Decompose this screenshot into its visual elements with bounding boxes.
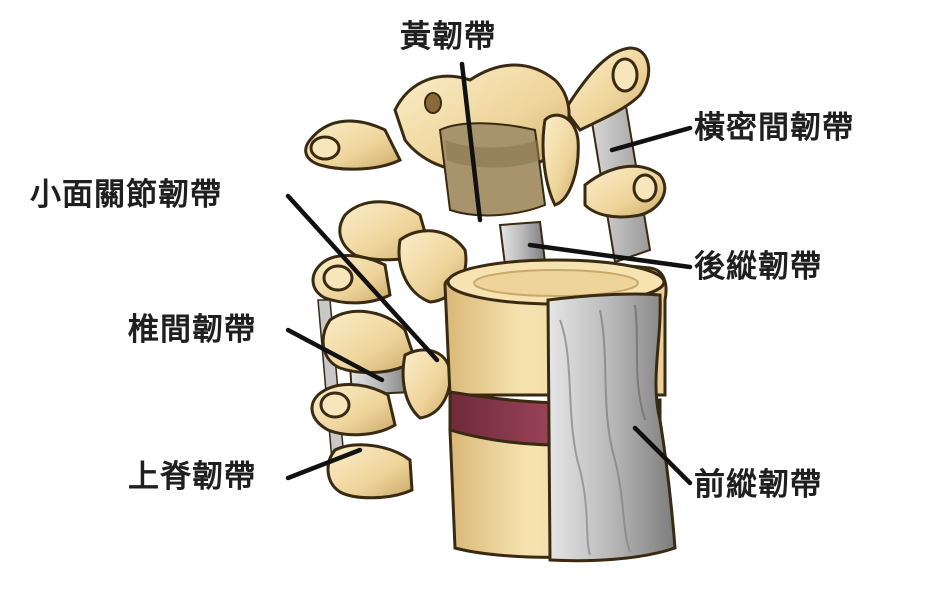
label-ligamentum-flavum: 黃韌帶: [400, 19, 496, 55]
label-posterior-longitudinal-ligament: 後縱韌帶: [694, 249, 822, 285]
lower-posterior-elements: [310, 309, 452, 500]
label-supraspinous-ligament: 上脊韌帶: [128, 459, 256, 495]
leader-line-anterior-longitudinal: [632, 425, 693, 486]
leader-line-intertransverse: [609, 125, 693, 153]
anterior-longitudinal-ligament-shape: [546, 292, 677, 563]
label-intertransverse-ligament: 橫密間韌帶: [694, 110, 854, 146]
leader-line-posterior-longitudinal: [527, 242, 693, 270]
leader-lines: [285, 61, 693, 486]
ligamentum-flavum-shape: [438, 122, 547, 217]
label-facet-capsular-ligament: 小面關節韌帶: [30, 177, 222, 213]
leader-line-interspinous: [285, 327, 385, 383]
middle-posterior-elements: [311, 200, 468, 305]
leader-line-facet: [285, 193, 440, 363]
leader-line-supraspinous: [285, 447, 363, 481]
posterior-longitudinal-ligament-shape: [498, 220, 547, 267]
leader-line-ligamentum-flavum: [459, 61, 483, 223]
label-interspinous-ligament: 椎間韌帶: [128, 312, 256, 348]
label-anterior-longitudinal-ligament: 前縱韌帶: [694, 467, 822, 503]
